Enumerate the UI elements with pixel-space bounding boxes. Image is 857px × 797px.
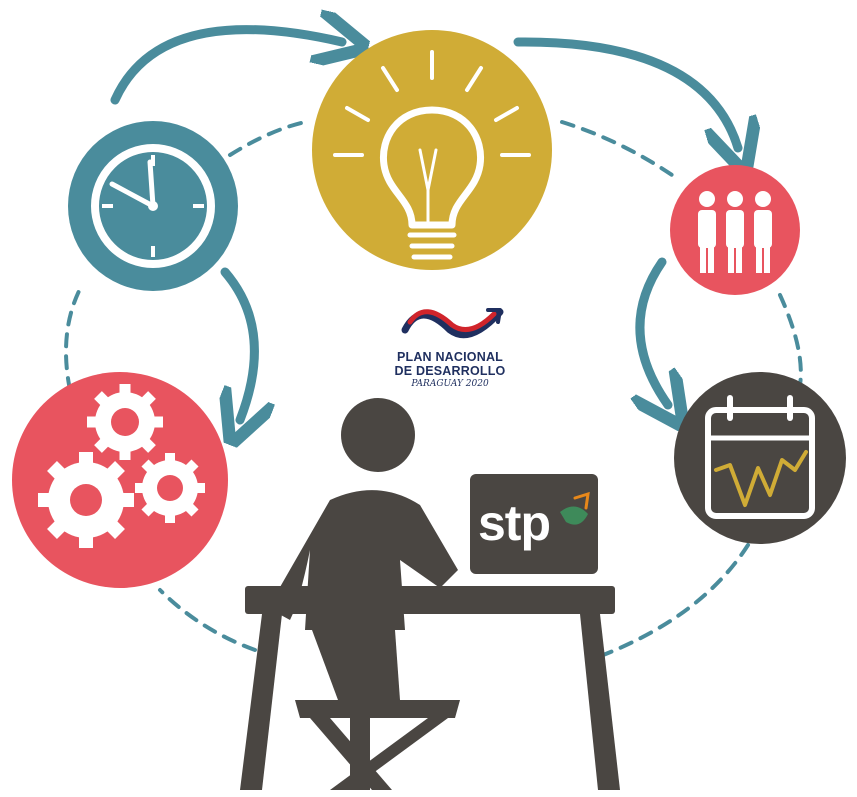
logo-subtitle: PARAGUAY 2020	[411, 379, 489, 389]
logo-line-2: DE DESARROLLO	[394, 364, 506, 378]
desk-leg-left	[240, 614, 282, 790]
logo-title: PLAN NACIONAL DE DESARROLLO	[380, 350, 520, 378]
arrow-people-to-calendar	[640, 257, 668, 405]
dashed-cycle-ring	[64, 120, 803, 662]
plan-logo-swoosh-icon	[401, 308, 504, 339]
flow-arrows	[110, 30, 738, 420]
laptop-brand: stp	[478, 495, 551, 551]
chair	[295, 700, 460, 718]
arrow-bulb-to-people	[513, 37, 738, 148]
clock-icon	[68, 121, 238, 291]
gear-top	[87, 384, 163, 460]
desk-leg-right	[580, 614, 620, 790]
gear-large	[38, 452, 134, 548]
arrow-clock-to-bulb	[110, 30, 342, 105]
lightbulb-icon	[312, 30, 552, 270]
logo-line-1: PLAN NACIONAL	[396, 350, 504, 364]
people-icon	[670, 165, 800, 295]
arrow-clock-to-gears	[225, 267, 254, 420]
calendar-chart-icon	[674, 372, 846, 544]
stp-logo-accent-icon	[560, 506, 588, 525]
desk-top	[245, 586, 615, 614]
gears-icon	[12, 372, 228, 588]
person-head	[341, 398, 415, 472]
gear-right	[135, 453, 205, 523]
laptop-icon	[470, 474, 598, 574]
person-legs	[312, 630, 400, 700]
person-at-desk-icon	[240, 398, 620, 790]
